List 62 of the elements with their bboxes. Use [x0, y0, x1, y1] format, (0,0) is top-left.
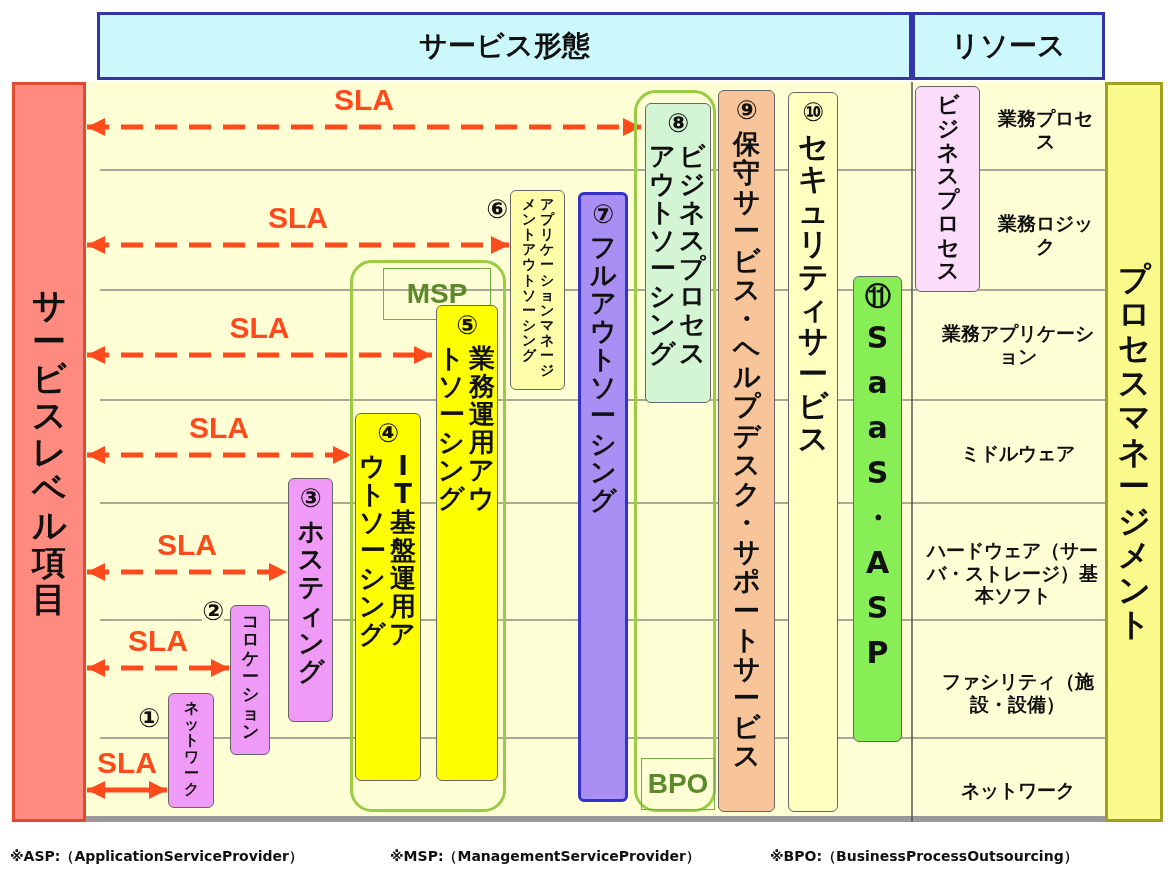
service-box: [436, 305, 498, 781]
service-name: セキュリティサービス: [798, 131, 828, 455]
row-label: ネットワーク: [959, 777, 1076, 803]
service-name: コロケーション: [241, 612, 259, 741]
row-label: 業務アプリケーション: [940, 321, 1095, 369]
circled-number: ④: [377, 420, 399, 446]
service-name: SaaS・ASP: [862, 319, 893, 672]
header-band: [912, 12, 1105, 80]
service-box: [288, 478, 333, 722]
side-bar: [1105, 82, 1163, 822]
row-label: 業務ロジック: [996, 211, 1094, 259]
service-name: ビジネスプロセス: [936, 93, 959, 283]
circled-number: ⑧: [667, 110, 689, 136]
service-box: [168, 693, 214, 808]
circled-number: ③: [299, 485, 322, 511]
row-label: ファシリティ（施設・設備）: [940, 668, 1095, 717]
group-title: BPO: [641, 758, 715, 810]
service-name: ビジネスプロセスアウトソーシング: [650, 142, 706, 367]
header-band: [97, 12, 912, 80]
service-box: [645, 103, 711, 403]
service-name: 保守サービス・ヘルプデスク・サポートサービス: [733, 129, 760, 771]
sla-arrow: [87, 563, 287, 581]
circled-number: ①: [138, 705, 160, 731]
sla-arrow: [87, 118, 641, 136]
service-name: アプリケーションマネージメントアウトソーシング: [521, 197, 554, 379]
circled-number: ⑪: [864, 283, 891, 309]
circled-number: ②: [202, 598, 224, 624]
service-box: [510, 190, 565, 390]
service-name: IT基盤運用アウトソーシング: [360, 452, 416, 649]
circled-number: ⑥: [486, 196, 508, 222]
footnote: ※BPO:（BusinessProcessOutsourcing）: [770, 848, 1079, 866]
circled-number: ⑦: [592, 201, 614, 227]
service-name: ネットワーク: [183, 700, 199, 798]
side-title: サービスレベル項目: [32, 286, 66, 618]
sla-arrow: [87, 236, 509, 254]
circled-number: ⑨: [735, 97, 758, 123]
header-text: リソース: [951, 28, 1066, 64]
row-label: ミドルウェア: [959, 440, 1076, 466]
sla-arrow: [87, 346, 432, 364]
service-box: [355, 413, 421, 781]
service-box: [788, 92, 838, 812]
group-outline: [350, 260, 506, 812]
service-box: [853, 276, 902, 742]
footnote: ※MSP:（ManagementServiceProvider）: [390, 848, 701, 866]
sla-arrow: [87, 659, 229, 677]
service-box: [230, 605, 270, 755]
footnote: ※ASP:（ApplicationServiceProvider）: [10, 848, 304, 866]
circled-number: ⑩: [802, 99, 824, 125]
service-box: [578, 192, 628, 802]
sla-arrow: [87, 781, 167, 799]
row-label: ハードウェア（サーバ・ストレージ）基本ソフト: [925, 537, 1099, 609]
group-outline: [634, 90, 716, 812]
service-box: [718, 90, 775, 812]
row-label: 業務プロセス: [996, 106, 1094, 154]
side-bar: [12, 82, 86, 822]
sla-arrow: [87, 446, 351, 464]
service-name: フルアウトソーシング: [590, 233, 616, 514]
service-name: ホスティング: [297, 517, 324, 686]
side-title: プロセスマネージメント: [1118, 262, 1150, 642]
header-text: サービス形態: [419, 28, 590, 64]
service-box: [915, 86, 980, 292]
service-name: 業務運用アウトソーシング: [439, 344, 495, 513]
